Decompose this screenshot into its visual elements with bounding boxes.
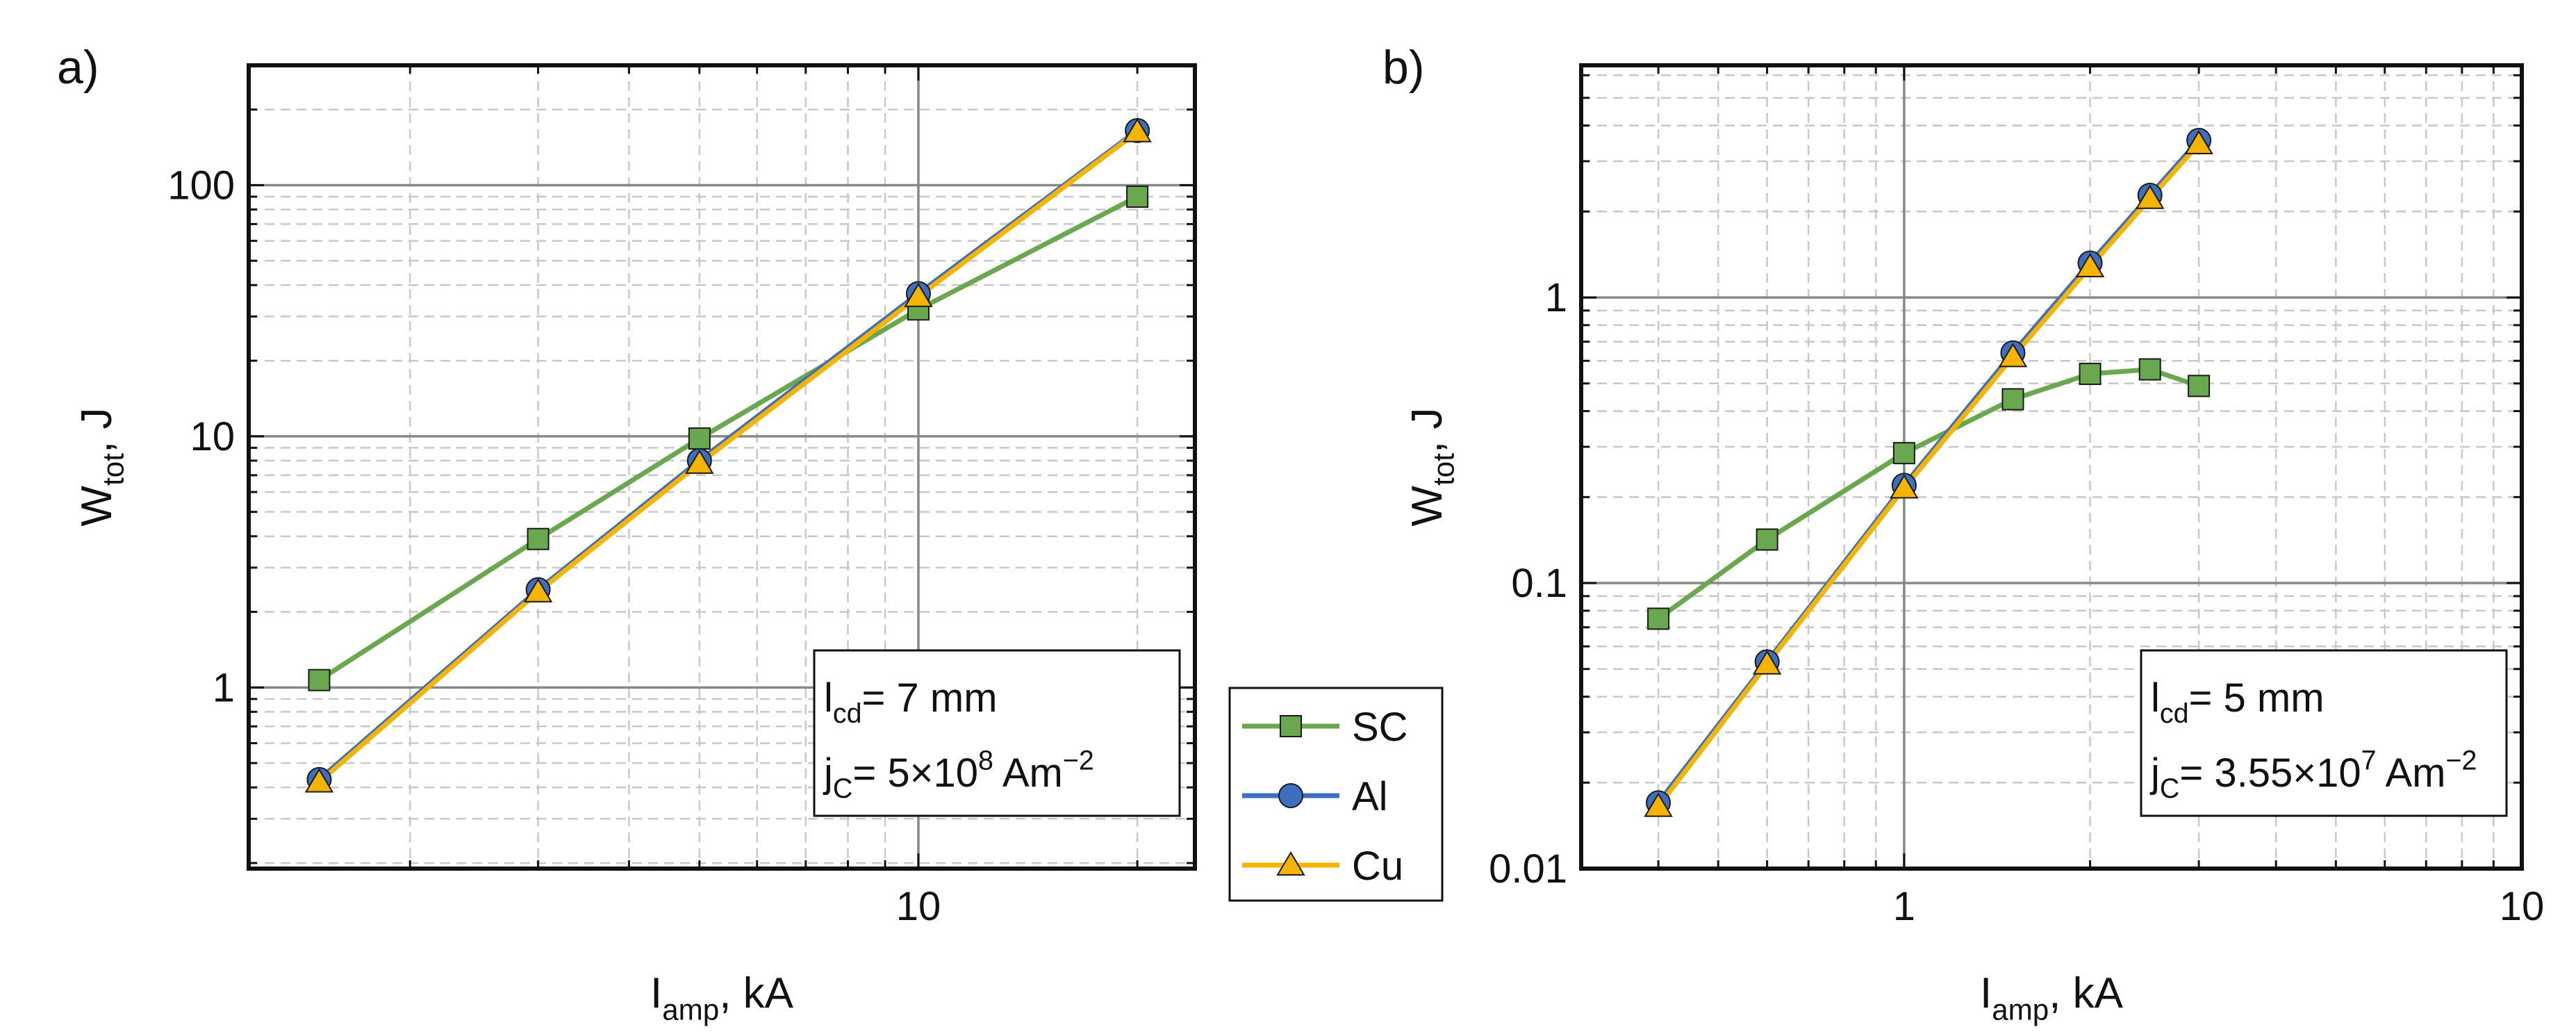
x-tick-label: 10 <box>2500 884 2545 929</box>
annotation-length: lcd= 7 mm <box>824 675 998 729</box>
plot-frame <box>247 63 1197 871</box>
legend-item-al: Al <box>1242 774 1388 819</box>
marker-triangle-3 <box>904 282 933 307</box>
marker-triangle-1 <box>523 577 553 602</box>
annotation-current-density: jC= 5×108 Am−2 <box>823 746 1094 805</box>
marker-square-5 <box>2138 358 2161 381</box>
legend-label: Cu <box>1352 844 1403 889</box>
marker-square-4 <box>1126 185 1149 208</box>
marker-triangle-4 <box>1123 117 1152 142</box>
marker-triangle-0 <box>304 768 334 793</box>
panel-label: a) <box>57 41 99 94</box>
marker-square-1 <box>527 527 550 550</box>
marker-square-2 <box>1892 442 1915 465</box>
marker-square-0 <box>308 668 331 691</box>
marker-triangle-4 <box>2075 253 2105 278</box>
marker-triangle-5 <box>2135 184 2165 209</box>
y-tick-label: 0.01 <box>1489 846 1567 892</box>
y-axis-label: Wtot, J <box>1403 408 1460 527</box>
marker-circle-0 <box>1278 783 1303 808</box>
series-markers-sc <box>1647 358 2211 630</box>
marker-square-6 <box>2188 375 2211 397</box>
marker-triangle-3 <box>1998 343 2028 368</box>
annotation-current-density: jC= 3.55×107 Am−2 <box>2149 746 2477 805</box>
x-axis-label: Iamp, kA <box>1980 969 2124 1026</box>
series-markers-cu <box>304 117 1152 793</box>
marker-triangle-0 <box>1644 792 1673 817</box>
plot-frame <box>1579 63 2524 871</box>
y-tick-label: 10 <box>190 414 235 459</box>
y-tick-label: 1 <box>1545 275 1567 320</box>
marker-square-0 <box>1280 715 1302 737</box>
chart-panel-b: 1 10 0.01 0.1 1 lcd= 5 mm jC= 3.55×107 Am−2Iam… <box>1382 41 2544 1026</box>
annotation-length: lcd= 5 mm <box>2151 675 2325 729</box>
marker-triangle-2 <box>685 449 714 474</box>
series-sc <box>1657 367 2200 621</box>
marker-square-4 <box>2079 363 2102 386</box>
marker-square-0 <box>1647 607 1670 630</box>
x-tick-label: 1 <box>1893 884 1915 929</box>
series-line-sc <box>1657 367 2200 621</box>
marker-square-3 <box>2001 388 2024 411</box>
y-tick-label: 1 <box>213 665 235 710</box>
y-tick-label: 0.1 <box>1511 561 1567 606</box>
legend-label: Al <box>1352 774 1388 819</box>
y-tick-label: 100 <box>167 163 235 208</box>
series-markers-sc <box>308 185 1149 691</box>
marker-square-2 <box>688 427 711 450</box>
marker-triangle-6 <box>2184 130 2213 155</box>
legend-item-cu: Cu <box>1242 844 1403 889</box>
legend-label: SC <box>1352 705 1408 750</box>
series-markers-cu <box>1644 130 2213 817</box>
series-cu <box>1656 142 2201 808</box>
series-line-cu <box>1656 142 2201 808</box>
marker-square-1 <box>1756 528 1778 551</box>
annotation-frame <box>813 649 1181 817</box>
grid <box>1580 65 2522 869</box>
annotation-frame <box>2140 649 2508 817</box>
marker-triangle-1 <box>1752 650 1782 675</box>
y-axis-label: Wtot, J <box>73 408 129 527</box>
annotation-box: lcd= 7 mm jC= 5×108 Am−2 <box>813 649 1181 817</box>
x-tick-label: 10 <box>896 884 941 929</box>
panel-label: b) <box>1382 41 1424 94</box>
legend-item-sc: SC <box>1242 705 1408 750</box>
marker-triangle-2 <box>1890 474 1919 499</box>
x-axis-label: Iamp, kA <box>650 969 794 1026</box>
marker-triangle-0 <box>1276 851 1305 876</box>
annotation-box: lcd= 5 mm jC= 3.55×107 Am−2 <box>2140 649 2508 817</box>
